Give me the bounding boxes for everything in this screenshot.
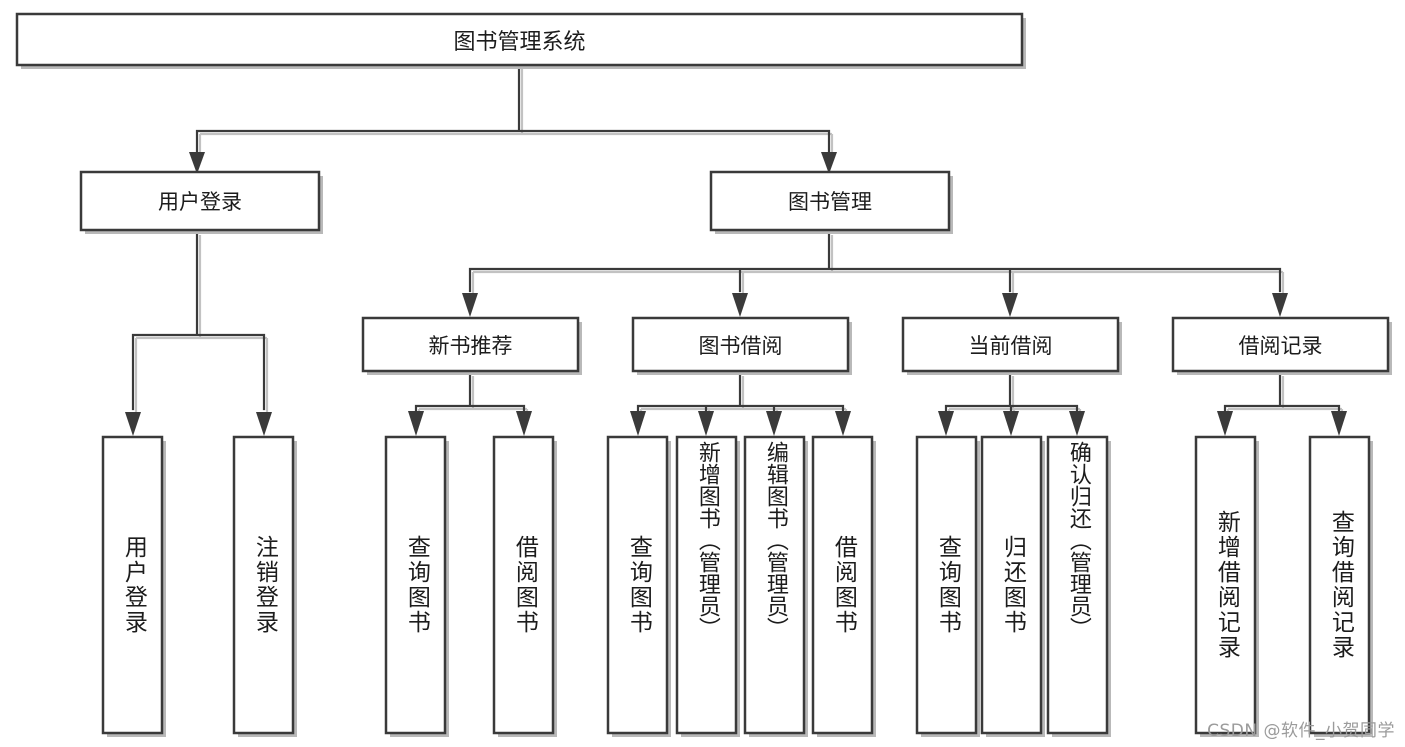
- connector-root-to-level2: [189, 63, 837, 174]
- node-root[interactable]: [15, 12, 1026, 69]
- connector-currentborrow-to-leaves: [938, 371, 1085, 436]
- node-leaf-book-borrow-1[interactable]: [675, 435, 740, 737]
- node-leaf-current-borrow-1[interactable]: [980, 435, 1045, 737]
- connector-layer: [125, 63, 1347, 436]
- connector-borrowrecord-to-leaves: [1217, 371, 1347, 436]
- node-leaf-book-borrow-3[interactable]: [811, 435, 876, 737]
- node-layer: [15, 12, 1392, 737]
- node-leaf-user-login-0[interactable]: [101, 435, 166, 737]
- connector-bookborrow-to-leaves: [630, 371, 851, 436]
- node-new-book-recommend[interactable]: [361, 316, 582, 375]
- node-leaf-borrow-record-1[interactable]: [1308, 435, 1373, 737]
- node-leaf-new-book-0[interactable]: [384, 435, 449, 737]
- connector-userlogin-to-leaves: [125, 230, 272, 436]
- node-book-management[interactable]: [709, 170, 953, 234]
- node-current-borrow[interactable]: [901, 316, 1122, 375]
- node-leaf-user-login-1[interactable]: [232, 435, 297, 737]
- node-borrow-record[interactable]: [1171, 316, 1392, 375]
- node-book-borrow[interactable]: [631, 316, 852, 375]
- watermark: CSDN @软件_小贺同学: [1207, 721, 1395, 741]
- node-leaf-current-borrow-2[interactable]: [1046, 435, 1111, 737]
- node-leaf-book-borrow-2[interactable]: [743, 435, 808, 737]
- node-leaf-book-borrow-0[interactable]: [606, 435, 671, 737]
- node-leaf-new-book-1[interactable]: [492, 435, 557, 737]
- connector-bookmgmt-to-level3: [462, 230, 1288, 317]
- node-leaf-borrow-record-0[interactable]: [1194, 435, 1259, 737]
- node-leaf-current-borrow-0[interactable]: [915, 435, 980, 737]
- node-user-login[interactable]: [79, 170, 323, 234]
- connector-newbook-to-leaves: [408, 371, 532, 436]
